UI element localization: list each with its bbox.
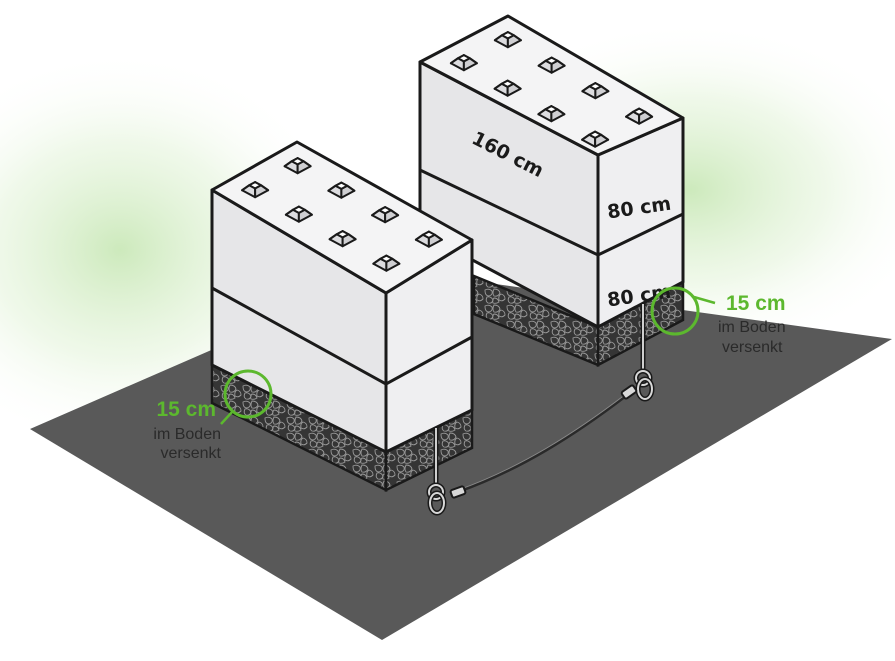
callout-left: 15 cm im Boden versenkt — [153, 369, 273, 462]
block-knob — [371, 206, 400, 224]
callout-right-line1: im Boden — [718, 319, 786, 336]
front-block-top-face — [210, 140, 474, 295]
tension-cable — [457, 395, 627, 494]
callout-left-leader — [220, 410, 234, 425]
block-knob — [241, 181, 270, 199]
front-block-knobs — [241, 157, 443, 272]
block-knob — [493, 79, 522, 97]
block-knob — [328, 230, 357, 248]
cable-clamp-right — [620, 384, 638, 400]
block-knob — [537, 56, 566, 74]
back-block-seam — [419, 168, 684, 257]
callout-right-value: 15 cm — [726, 292, 786, 315]
block-knob — [372, 254, 401, 272]
block-knob — [581, 82, 610, 100]
callout-right-line2: versenkt — [722, 339, 783, 356]
tension-cable-highlight — [457, 393, 627, 491]
callout-left-line1: im Boden — [153, 426, 221, 443]
back-block-stack: 160 cm 80 cm 80 cm — [418, 14, 685, 368]
front-block-stack — [210, 140, 474, 493]
block-knob — [283, 157, 312, 175]
anchor-left — [426, 428, 467, 516]
block-knob — [327, 181, 356, 199]
anchor-system — [426, 304, 655, 516]
callout-left-highlight-circle — [223, 369, 273, 419]
back-block-knobs — [449, 31, 654, 148]
block-knob — [414, 230, 443, 248]
block-knob — [581, 130, 610, 148]
block-knob — [284, 205, 313, 223]
front-block-seam — [211, 286, 473, 386]
back-block-top-face — [418, 14, 685, 157]
callout-right: 15 cm im Boden versenkt — [650, 286, 786, 356]
cable-clamp-left — [449, 485, 467, 499]
block-knob — [493, 31, 522, 49]
block-knob — [449, 54, 478, 72]
callout-right-highlight-circle — [650, 286, 700, 336]
block-knob — [537, 105, 566, 123]
callout-left-value: 15 cm — [156, 398, 216, 421]
callout-right-leader — [693, 295, 716, 305]
anchor-right — [620, 304, 655, 402]
block-knob — [625, 107, 654, 125]
callout-left-line2: versenkt — [161, 445, 222, 462]
